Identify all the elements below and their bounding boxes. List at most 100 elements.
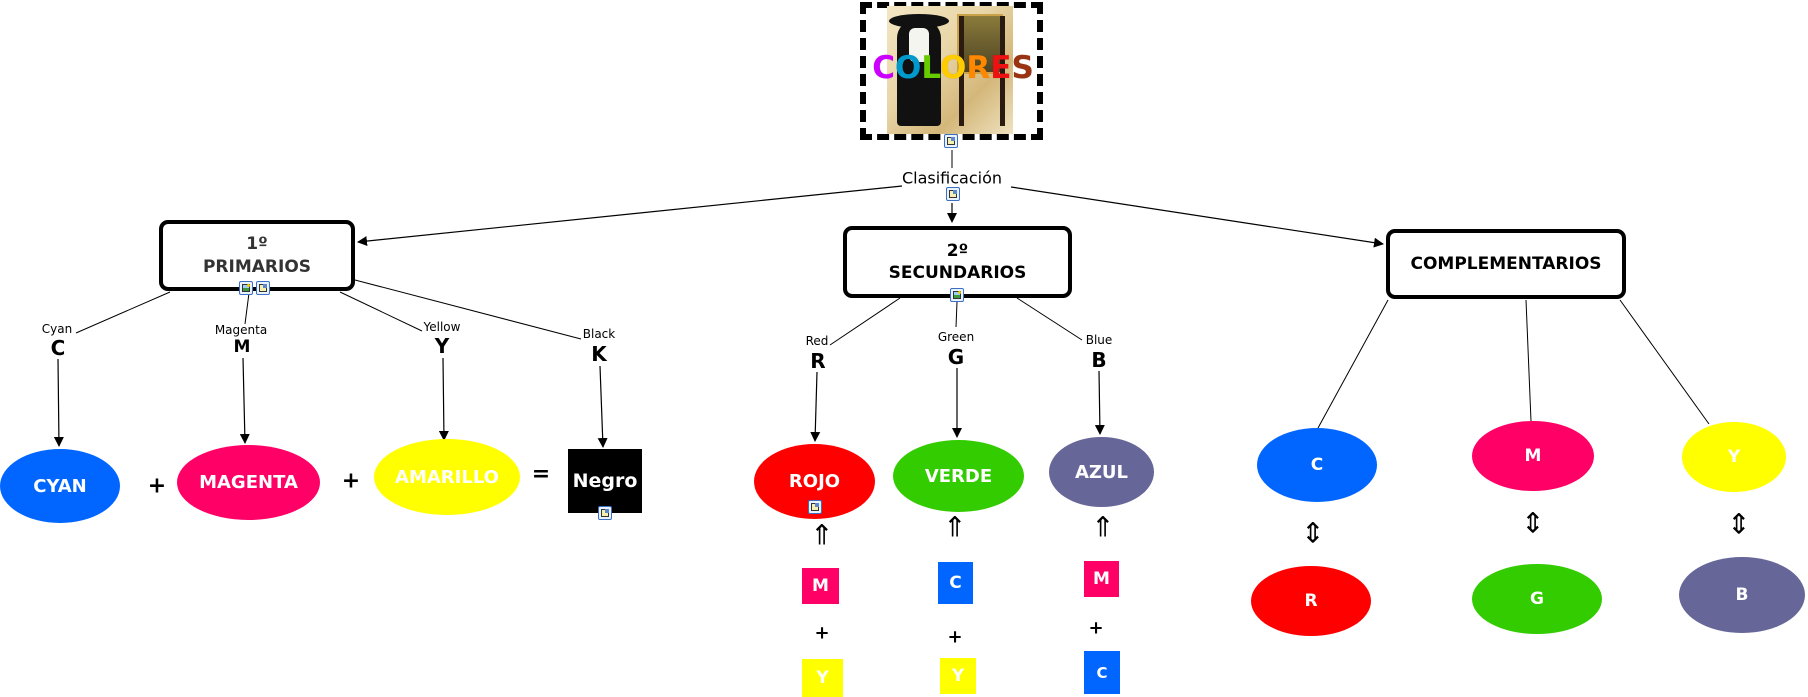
complement-letter: G bbox=[1530, 589, 1544, 609]
arrow-b-azul bbox=[1094, 370, 1105, 435]
document-resource-icon[interactable] bbox=[256, 281, 270, 295]
link-word-black: Black bbox=[582, 327, 616, 341]
complement-bottom-r[interactable]: R bbox=[1251, 566, 1371, 636]
complement-bottom-b[interactable]: B bbox=[1679, 557, 1805, 633]
title-letter: E bbox=[990, 50, 1012, 86]
double-up-arrow-icon: ⇑ bbox=[943, 510, 967, 544]
link-word-blue: Blue bbox=[1085, 333, 1113, 347]
mix-letter: Y bbox=[951, 666, 965, 686]
line-sec-green bbox=[955, 301, 958, 328]
azul-label: AZUL bbox=[1074, 461, 1129, 483]
line-prim-yellow bbox=[339, 291, 423, 332]
line-prim-cyan bbox=[75, 291, 171, 334]
magenta-label: MAGENTA bbox=[199, 472, 298, 493]
link-letter-g: G bbox=[947, 345, 965, 369]
title-letter: O bbox=[940, 50, 967, 86]
plus-operator: + bbox=[947, 626, 963, 648]
link-letter-m: M bbox=[233, 337, 251, 357]
title-letter: O bbox=[895, 50, 922, 86]
line-comp-c bbox=[1317, 299, 1389, 429]
link-word-green: Green bbox=[937, 330, 975, 344]
complement-letter: B bbox=[1735, 585, 1749, 605]
concept-negro[interactable]: Negro bbox=[568, 449, 642, 513]
link-letter-c: C bbox=[50, 336, 66, 360]
secundarios-order: 2º bbox=[946, 240, 969, 261]
line-sec-red bbox=[829, 297, 901, 346]
mix-square-m[interactable]: M bbox=[802, 568, 839, 604]
plus-operator: + bbox=[341, 468, 361, 494]
concept-azul[interactable]: AZUL bbox=[1049, 437, 1154, 507]
link-word-yellow: Yellow bbox=[423, 320, 461, 334]
concept-complementarios[interactable]: COMPLEMENTARIOS bbox=[1386, 229, 1626, 299]
mix-letter: Y bbox=[816, 668, 829, 688]
concept-primarios[interactable]: 1º PRIMARIOS bbox=[159, 220, 355, 291]
document-resource-icon[interactable] bbox=[944, 134, 958, 148]
mix-square-y[interactable]: Y bbox=[802, 659, 843, 697]
verde-label: VERDE bbox=[924, 465, 993, 487]
document-resource-icon[interactable] bbox=[808, 500, 822, 514]
link-letter-k: K bbox=[591, 342, 607, 366]
complementarios-label: COMPLEMENTARIOS bbox=[1410, 253, 1602, 274]
primarios-order: 1º bbox=[246, 234, 268, 255]
double-vertical-arrow-icon: ⇕ bbox=[1727, 507, 1751, 541]
mix-square-c[interactable]: C bbox=[938, 562, 973, 604]
title-letter: C bbox=[872, 50, 895, 86]
double-up-arrow-icon: ⇑ bbox=[810, 518, 834, 552]
title-letter: S bbox=[1011, 50, 1034, 86]
title-colores: COLORES bbox=[868, 50, 1038, 86]
arrow-k-negro bbox=[597, 365, 608, 448]
complement-bottom-g[interactable]: G bbox=[1472, 564, 1602, 634]
secundarios-label: SECUNDARIOS bbox=[888, 263, 1027, 283]
arrow-c-cyan bbox=[53, 358, 64, 447]
rojo-label: ROJO bbox=[788, 471, 841, 492]
document-resource-icon[interactable] bbox=[946, 187, 960, 201]
link-word-cyan: Cyan bbox=[41, 322, 73, 336]
complement-top-y[interactable]: Y bbox=[1682, 422, 1786, 492]
plus-operator: + bbox=[814, 622, 830, 644]
arrow-y-amarillo bbox=[438, 357, 449, 441]
line-to-primarios bbox=[357, 185, 903, 247]
line-prim-magenta bbox=[244, 292, 250, 325]
complement-letter: Y bbox=[1727, 447, 1741, 467]
negro-label: Negro bbox=[572, 470, 638, 492]
concept-secundarios[interactable]: 2º SECUNDARIOS bbox=[843, 226, 1072, 298]
arrow-r-rojo bbox=[810, 371, 821, 442]
line-prim-black bbox=[354, 279, 582, 340]
complement-top-c[interactable]: C bbox=[1257, 428, 1377, 502]
line-sec-blue bbox=[1016, 297, 1083, 341]
classification-label: Clasificación bbox=[901, 168, 1003, 188]
line-to-complementarios bbox=[1010, 186, 1384, 248]
plus-operator: + bbox=[1088, 617, 1104, 639]
painter-hat bbox=[889, 14, 949, 28]
arrow-m-magenta bbox=[239, 357, 250, 444]
concept-magenta[interactable]: MAGENTA bbox=[177, 445, 320, 520]
link-letter-y: Y bbox=[434, 334, 450, 358]
link-letter-b: B bbox=[1091, 348, 1107, 372]
title-letter: R bbox=[966, 50, 991, 86]
complement-letter: R bbox=[1304, 591, 1318, 611]
concept-cyan[interactable]: CYAN bbox=[0, 449, 120, 523]
link-letter-r: R bbox=[810, 349, 826, 373]
complement-letter: C bbox=[1310, 455, 1324, 475]
double-vertical-arrow-icon: ⇕ bbox=[1301, 516, 1325, 550]
mix-letter: M bbox=[812, 576, 829, 596]
primarios-label: PRIMARIOS bbox=[202, 256, 312, 277]
painter-face bbox=[909, 28, 929, 62]
mix-square-y[interactable]: Y bbox=[940, 658, 976, 694]
mix-letter: C bbox=[949, 573, 962, 593]
title-image bbox=[887, 6, 1013, 134]
complement-top-m[interactable]: M bbox=[1472, 421, 1594, 491]
concept-verde[interactable]: VERDE bbox=[893, 440, 1024, 512]
image-resource-icon[interactable] bbox=[239, 281, 253, 295]
document-resource-icon[interactable] bbox=[598, 506, 612, 520]
double-vertical-arrow-icon: ⇕ bbox=[1521, 506, 1545, 540]
mix-square-m[interactable]: M bbox=[1084, 561, 1119, 597]
concept-amarillo[interactable]: AMARILLO bbox=[374, 439, 520, 515]
complement-letter: M bbox=[1524, 446, 1542, 466]
mix-letter: C bbox=[1096, 663, 1108, 682]
mix-square-c[interactable]: C bbox=[1084, 651, 1120, 694]
link-word-magenta: Magenta bbox=[214, 323, 268, 337]
link-word-red: Red bbox=[805, 334, 829, 348]
image-resource-icon[interactable] bbox=[950, 288, 964, 302]
